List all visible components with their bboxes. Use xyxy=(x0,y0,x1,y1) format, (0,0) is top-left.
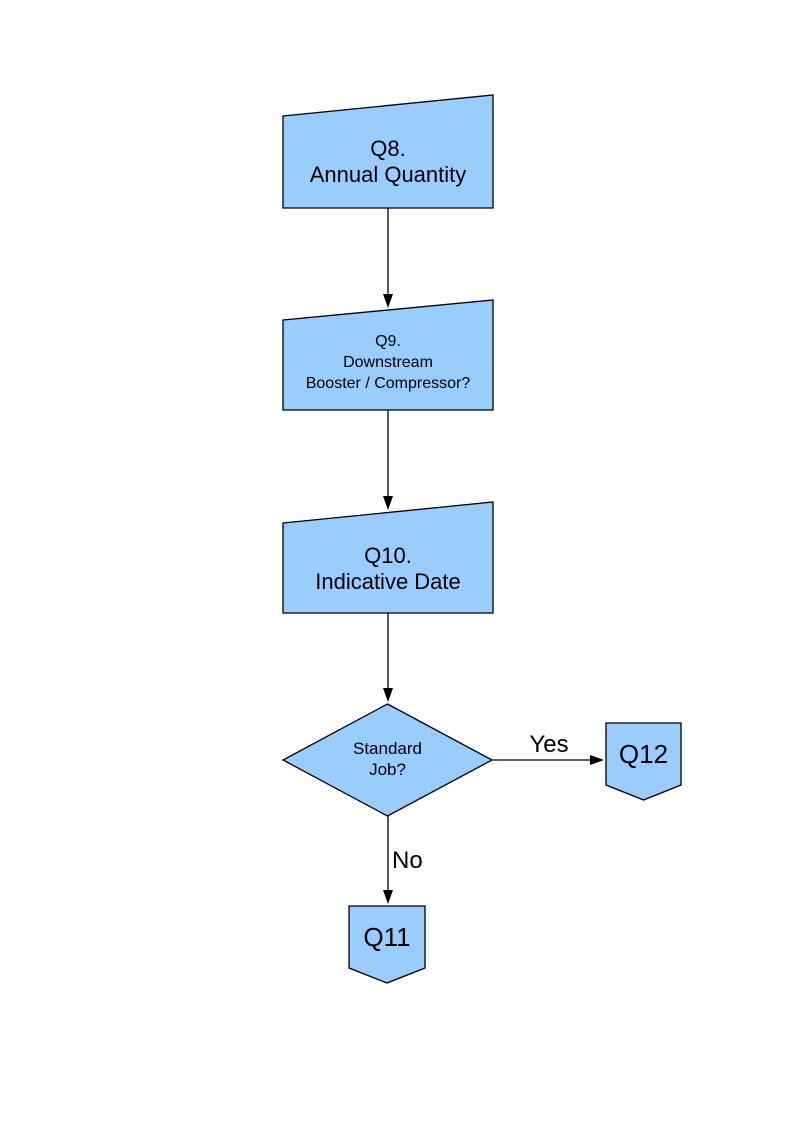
q9-node-label: Q9. Downstream Booster / Compressor? xyxy=(305,333,471,392)
q8-node-shape xyxy=(282,94,494,209)
q12-connector-label: Q12 xyxy=(618,739,669,769)
arrowhead-decision-to-q11 xyxy=(383,890,393,904)
arrowhead-q8-to-q9 xyxy=(383,294,393,308)
q10-node-shape xyxy=(282,501,494,614)
q12-connector-shape xyxy=(605,722,682,801)
q11-connector-shape xyxy=(348,905,426,984)
q11-connector-label: Q11 xyxy=(363,922,411,952)
arrowhead-q10-to-decision xyxy=(383,688,393,702)
q8-node-label: Q8. Annual Quantity xyxy=(309,136,467,187)
yes-edge-label: Yes xyxy=(529,731,569,758)
q9-node-shape xyxy=(282,299,494,411)
arrowhead-decision-to-q12 xyxy=(590,755,604,765)
arrowhead-q9-to-q10 xyxy=(383,496,393,510)
q10-node-label: Q10. Indicative Date xyxy=(315,543,461,594)
no-edge-label: No xyxy=(392,847,423,874)
standard-job-decision-label: Standard Job? xyxy=(353,739,422,779)
